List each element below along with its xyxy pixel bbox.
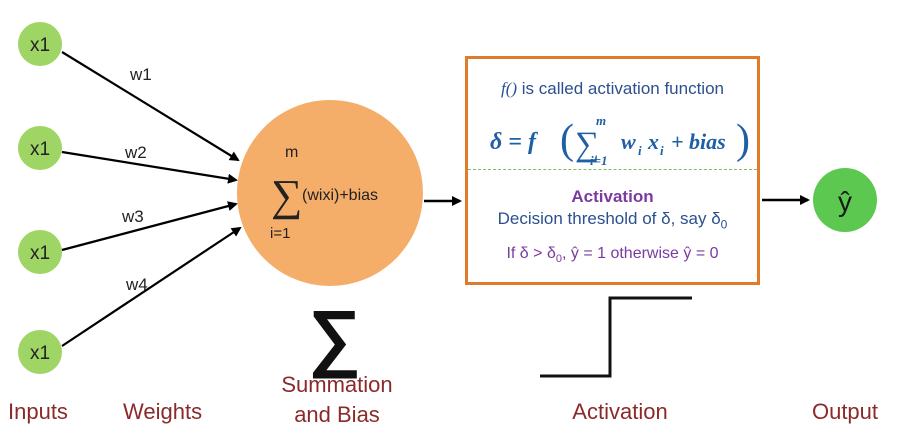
summation-upper-limit: m (285, 144, 298, 161)
activation-info-box: f() is called activation function δ = f … (465, 56, 760, 285)
activation-formula: δ = f ( ∑ m i=1 w i x i + bias ) (468, 111, 757, 167)
weight-arrow-3 (61, 201, 238, 252)
rule-subscript: 0 (555, 253, 562, 266)
weight-label-2: w2 (124, 143, 147, 162)
svg-text:x1: x1 (30, 139, 50, 160)
formula-w: w (621, 129, 636, 154)
weight-label-3: w3 (121, 207, 144, 226)
formula-w-subscript: i (638, 143, 642, 158)
label-inputs: Inputs (8, 399, 68, 424)
summation-node: m ∑ i=1 (wixi)+bias (237, 100, 423, 286)
threshold-text: Decision threshold of δ, say δ0 (468, 209, 757, 231)
label-weights: Weights (123, 399, 202, 424)
label-output: Output (812, 399, 878, 424)
caption-text: is called activation function (517, 79, 724, 98)
threshold-main: Decision threshold of δ, say δ (497, 209, 721, 228)
input-node-4: x1 (18, 330, 62, 374)
rule-part-a: If δ > δ (506, 245, 556, 262)
activation-function-caption: f() is called activation function (468, 79, 757, 99)
weight-label-4: w4 (125, 275, 148, 294)
input-node-3: x1 (18, 230, 62, 274)
formula-sum-lower: i=1 (590, 153, 608, 167)
output-node: ŷ (813, 168, 877, 232)
input-node-2: x1 (18, 126, 62, 170)
formula-sigma: ∑ (575, 126, 599, 163)
weight-arrow-1 (61, 51, 240, 162)
formula-open-paren: ( (560, 117, 574, 163)
weight-arrow-4 (61, 226, 242, 347)
formula-svg: δ = f ( ∑ m i=1 w i x i + bias ) (490, 113, 750, 167)
svg-text:x1: x1 (30, 343, 50, 364)
label-activation: Activation (572, 399, 667, 424)
function-notation: f() (501, 79, 518, 98)
step-function-icon (540, 296, 692, 378)
decision-rule-text: If δ > δ0, ŷ = 1 otherwise ŷ = 0 (468, 245, 757, 265)
input-node-1: x1 (18, 22, 62, 66)
rule-part-b: , ŷ = 1 otherwise ŷ = 0 (561, 245, 719, 262)
formula-bias: + bias (671, 129, 726, 154)
label-summation-line1: Summation (281, 372, 392, 397)
formula-sum-upper: m (596, 113, 606, 128)
output-symbol: ŷ (838, 186, 852, 217)
weight-arrow-2 (61, 150, 238, 184)
svg-text:x1: x1 (30, 243, 50, 264)
summation-expression: (wixi)+bias (302, 187, 378, 204)
formula-lhs: δ = f (490, 129, 538, 155)
summation-big-sigma-icon: ∑ (308, 295, 361, 379)
formula-close-paren: ) (736, 117, 750, 163)
box-divider (468, 169, 757, 170)
label-summation-line2: and Bias (294, 402, 380, 427)
weight-label-1: w1 (129, 65, 152, 84)
summation-sigma: ∑ (271, 171, 302, 220)
activation-box-title: Activation (571, 187, 654, 206)
svg-text:x1: x1 (30, 35, 50, 56)
threshold-subscript: 0 (720, 217, 728, 232)
formula-x-subscript: i (660, 143, 664, 158)
formula-x: x (647, 129, 659, 154)
summation-lower-limit: i=1 (270, 225, 290, 242)
